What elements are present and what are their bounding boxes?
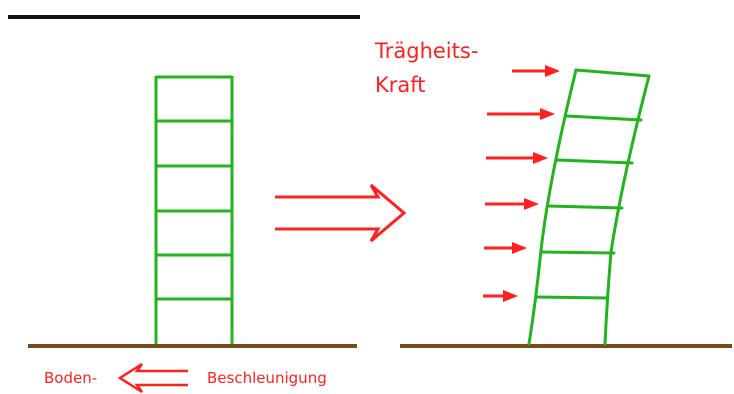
acceleration-label-right: Beschleunigung [207, 369, 327, 387]
inertia-arrow [486, 152, 548, 164]
inertia-arrow [484, 242, 527, 254]
inertia-arrow [485, 198, 539, 210]
inertia-arrow [512, 65, 560, 77]
inertia-force-label-line2: Kraft [375, 73, 426, 97]
inertia-arrow [487, 108, 555, 120]
inertia-arrows [483, 65, 560, 302]
ground-label-left: Boden- [44, 369, 98, 387]
transition-arrow [275, 183, 407, 243]
building-upright [154, 75, 234, 344]
building-deformed [527, 68, 651, 346]
inertia-force-label-line1: Trägheits- [375, 39, 479, 63]
inertia-arrow [483, 290, 518, 302]
ground-acceleration-arrow [117, 362, 188, 394]
